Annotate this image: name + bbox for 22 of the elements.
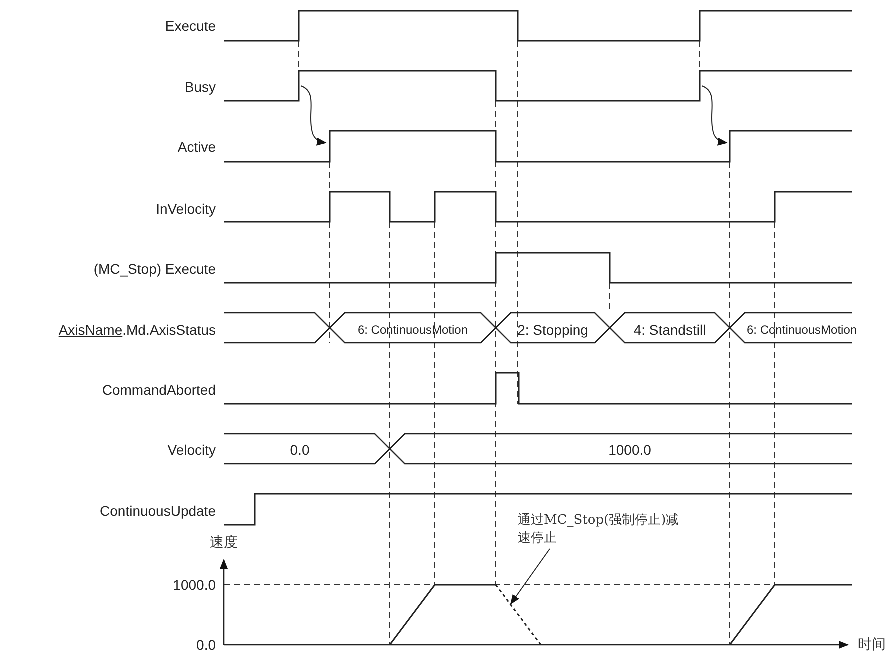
axis-label: 速度 — [210, 536, 238, 550]
deceleration-line — [495, 584, 542, 646]
signal-name: AxisName.Md.AxisStatus — [58, 323, 216, 337]
signal-name: InVelocity — [156, 202, 216, 216]
leader-line — [510, 548, 550, 605]
state-value: 6: ContinuousMotion — [358, 324, 468, 336]
data-value: 0.0 — [290, 443, 310, 457]
data-value: 1000.0 — [608, 443, 652, 457]
axis-label: 时间 — [858, 638, 886, 652]
state-value: 6: ContinuousMotion — [747, 324, 858, 336]
signal-name: (MC_Stop) Execute — [94, 262, 216, 276]
signal-name: Velocity — [168, 443, 216, 457]
signal-name: Active — [178, 140, 216, 154]
signal-name: Busy — [184, 80, 216, 94]
signal-name: Execute — [165, 19, 216, 33]
tick-label: 0.0 — [196, 638, 216, 652]
annotation-note: 通过MC_Stop(强制停止)减速停止 — [518, 512, 690, 548]
tick-label: 1000.0 — [173, 578, 216, 592]
state-value: 2: Stopping — [518, 323, 588, 337]
signal-name: ContinuousUpdate — [100, 504, 216, 518]
signal-name: CommandAborted — [102, 383, 216, 397]
state-value: 4: Standstill — [634, 323, 706, 337]
